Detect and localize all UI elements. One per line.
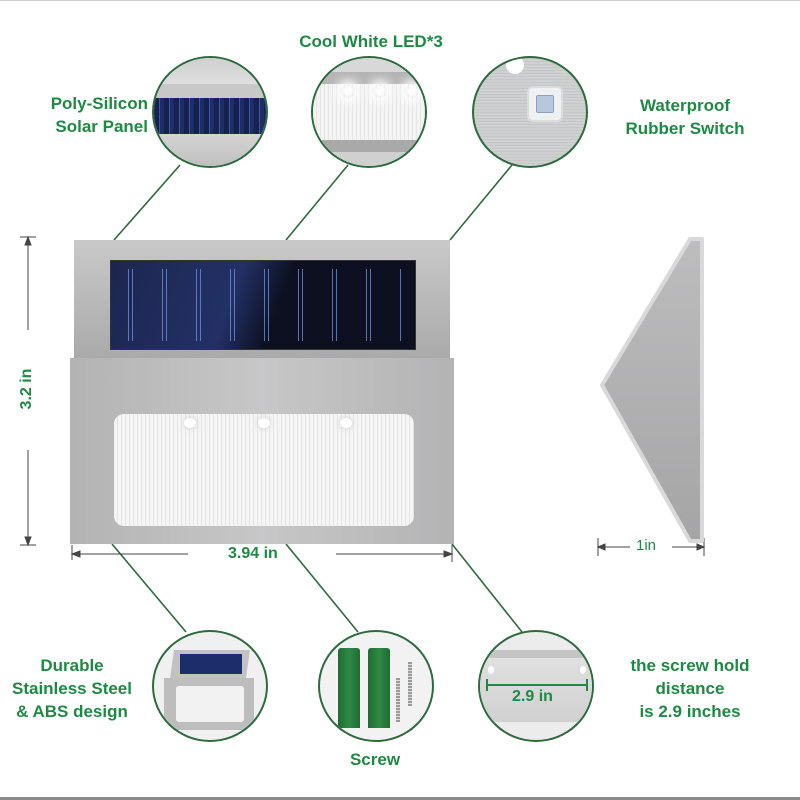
product-side-view <box>600 237 704 543</box>
detail-circle-screw-hold: 2.9 in <box>478 630 594 742</box>
label-line: Rubber Switch <box>625 119 745 138</box>
bottom-border <box>0 797 800 800</box>
detail-circle-solar-panel <box>152 56 268 168</box>
label-line: Poly-Silicon <box>50 94 148 113</box>
label-line: distance <box>655 679 725 698</box>
rubber-switch-icon <box>529 88 561 120</box>
dimension-screw-distance: 2.9 in <box>512 688 553 705</box>
dimension-height: 3.2 in <box>18 368 35 410</box>
label-line: Waterproof <box>639 96 731 115</box>
led-light-icon <box>341 84 355 98</box>
top-border <box>0 0 800 1</box>
led-icon <box>340 418 352 428</box>
led-icon <box>258 418 270 428</box>
label-line: Durable <box>40 656 104 675</box>
led-light-icon <box>405 84 419 98</box>
product-thumbnail-icon <box>162 650 254 730</box>
solar-cells-icon <box>154 98 266 134</box>
label-line: & ABS design <box>16 702 128 721</box>
screw-icon <box>408 662 412 706</box>
product-front-view <box>70 240 454 544</box>
screw-icon <box>396 678 400 722</box>
led-light-icon <box>373 84 387 98</box>
label-line: Stainless Steel <box>11 679 132 698</box>
label-switch: Waterproof Rubber Switch <box>610 94 760 140</box>
label-solar-panel: Poly-Silicon Solar Panel <box>30 92 148 138</box>
detail-circle-switch <box>472 56 588 168</box>
label-material: Durable Stainless Steel & ABS design <box>0 654 144 723</box>
label-line: the screw hold <box>630 656 750 675</box>
wall-anchor-icon <box>338 648 360 728</box>
solar-panel-icon <box>110 260 416 350</box>
label-screw-hold: the screw hold distance is 2.9 inches <box>610 654 770 723</box>
detail-circle-screw <box>318 630 434 742</box>
label-line: Solar Panel <box>55 117 148 136</box>
led-icon <box>184 418 196 428</box>
dimension-depth: 1in <box>636 537 657 554</box>
screw-hole-icon <box>580 666 586 674</box>
label-led: Cool White LED*3 <box>299 32 443 51</box>
detail-circle-material <box>152 630 268 742</box>
screw-hole-icon <box>488 666 494 674</box>
label-line: is 2.9 inches <box>639 702 741 721</box>
label-screw: Screw <box>349 750 401 769</box>
detail-circle-led <box>311 56 427 168</box>
light-diffuser-panel <box>114 414 414 526</box>
dimension-width: 3.94 in <box>228 545 278 562</box>
wall-anchor-icon <box>368 648 390 728</box>
